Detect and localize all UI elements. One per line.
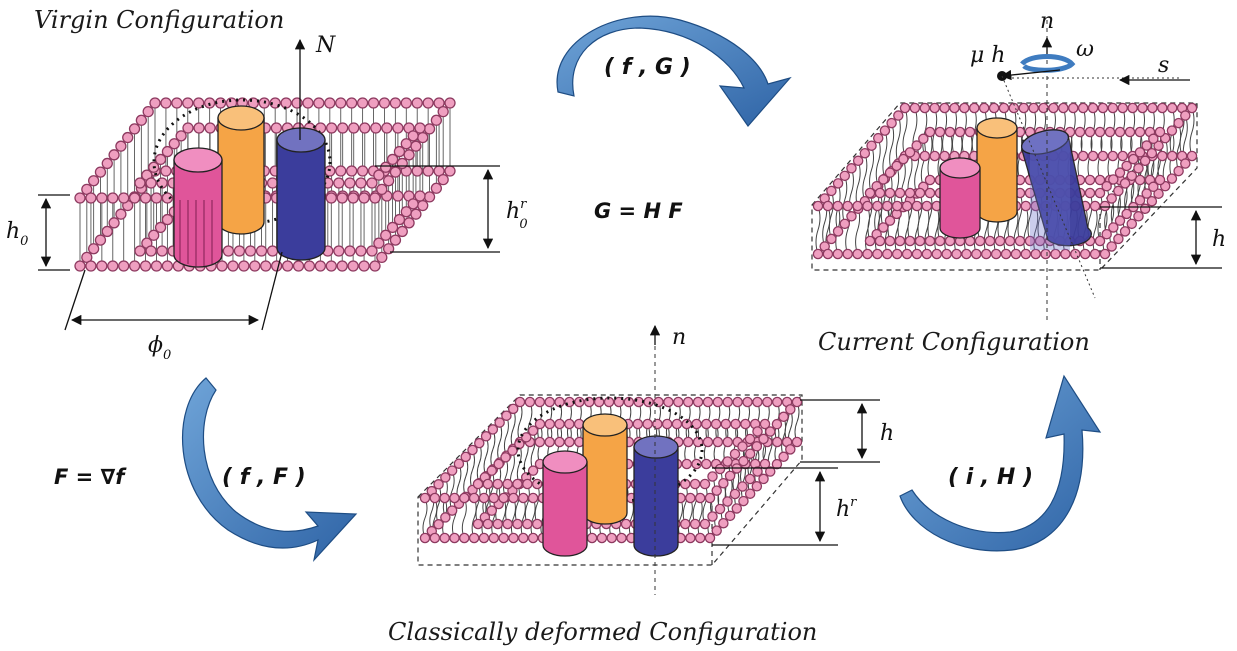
caption-current: Current Configuration	[818, 328, 1090, 356]
current-protein-pink	[939, 167, 981, 239]
label-h-current: h	[1212, 227, 1226, 252]
equation-F: F = ∇f	[54, 465, 127, 489]
current-protein-orange	[976, 127, 1018, 223]
label-map-iH: ( i , H )	[948, 465, 1033, 490]
current-configuration: n ω s μ h h Current Configuration	[811, 9, 1226, 356]
classical-configuration: n h hr Classically deformed Configuratio…	[388, 324, 894, 646]
virgin-protein-orange	[217, 117, 265, 235]
classical-inclusion-circle	[516, 396, 704, 504]
label-n-classical: n	[672, 325, 686, 350]
current-protein-cluster	[939, 117, 1092, 250]
classical-bounding-box	[417, 394, 803, 566]
label-phi0: ϕ0	[148, 333, 171, 363]
label-omega: ω	[1076, 37, 1094, 62]
classical-protein-blue	[633, 446, 679, 557]
label-map-fG: ( f , G )	[604, 55, 691, 80]
label-mu-h: μ h	[970, 43, 1005, 68]
virgin-protein-pink	[173, 159, 223, 268]
equation-G: G = H F	[594, 199, 683, 223]
virgin-inclusion-circle	[152, 98, 332, 226]
label-h-classical: h	[880, 421, 894, 446]
map-arrow-iH	[899, 374, 1102, 552]
label-s: s	[1158, 53, 1169, 78]
current-bounding-box	[811, 102, 1198, 271]
virgin-protein-blue	[276, 139, 326, 261]
omega-rotation-arrow	[1020, 54, 1076, 73]
caption-classical: Classically deformed Configuration	[388, 618, 817, 646]
current-protein-blue-tilted	[1021, 134, 1092, 247]
map-arrow-fF	[182, 377, 358, 562]
map-arrow-fG	[556, 15, 792, 127]
current-protein-blue-ghost	[1030, 140, 1070, 250]
virgin-membrane-lipids	[74, 97, 456, 272]
label-N: N	[315, 33, 336, 58]
classical-protein-cluster	[516, 396, 704, 557]
label-n-current: n	[1040, 9, 1054, 34]
classical-protein-pink	[542, 461, 588, 557]
label-map-fF: ( f , F )	[222, 465, 306, 490]
label-h0: h0	[6, 219, 28, 249]
caption-virgin: Virgin Configuration	[34, 6, 284, 34]
classical-protein-orange	[582, 424, 628, 525]
label-hr: hr	[836, 495, 857, 522]
virgin-protein-cluster	[152, 98, 332, 268]
